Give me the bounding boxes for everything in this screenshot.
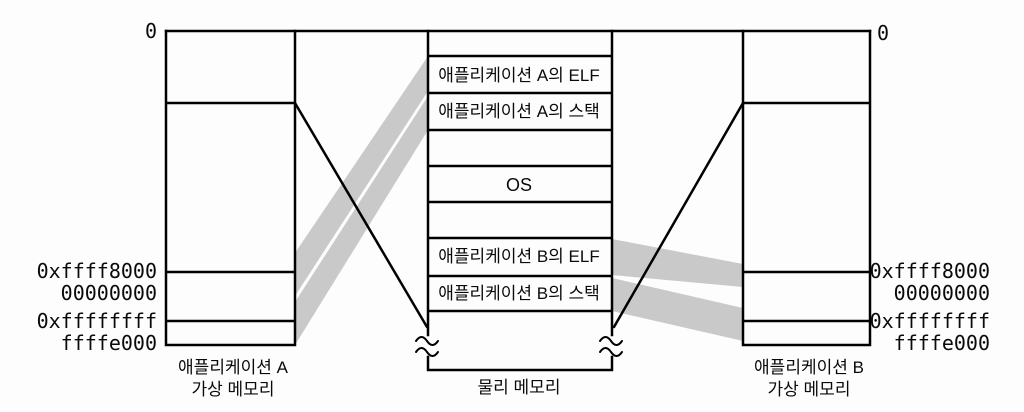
physical-memory-caption: 물리 메모리 [477,378,561,397]
left-address-ffffffff-line2: ffffe000 [60,331,157,355]
left-address-ffff8000: 0xffff8000 00000000 [37,260,157,304]
left-caption-line2: 가상 메모리 [191,380,275,399]
segment-label-app-a-stack: 애플리케이션 A의 스택 [438,102,600,121]
left-break-squiggle [415,336,439,357]
left-caption-line1: 애플리케이션 A [178,358,288,377]
right-address-ffffffff-line1: 0xffffffff [869,309,990,333]
left-address-ffffffff: 0xffffffff ffffe000 [37,310,157,354]
right-address-ffff8000-line1: 0xffff8000 [869,259,990,283]
segment-label-os: OS [505,175,533,195]
segment-label-app-b-stack: 애플리케이션 B의 스택 [438,284,600,303]
right-projection-line [612,101,745,329]
right-virtual-memory-box [741,29,872,347]
right-caption-line2: 가상 메모리 [767,380,851,399]
left-virtual-memory-caption: 애플리케이션 A 가상 메모리 [178,357,288,401]
left-virtual-memory-box [164,29,297,347]
segment-label-app-b-elf: 애플리케이션 B의 ELF [438,247,600,266]
band-app-b-elf [612,239,743,287]
right-address-ffffffff-line2: ffffe000 [893,331,990,355]
right-address-ffff8000-line2: 00000000 [893,281,990,305]
right-virtual-memory-caption: 애플리케이션 B 가상 메모리 [754,357,864,401]
right-caption-line1: 애플리케이션 B [754,358,864,377]
right-address-ffffffff: 0xffffffff ffffe000 [870,310,990,354]
band-app-a-elf [295,56,428,296]
right-top-address-label: 0 [877,21,890,45]
right-address-ffff8000: 0xffff8000 00000000 [870,260,990,304]
band-app-a-stack [295,96,428,345]
physical-memory-box [426,29,614,372]
structure-lines [164,29,872,372]
band-app-b-stack [612,278,743,341]
projection-lines [293,101,745,329]
left-address-ffff8000-line1: 0xffff8000 [36,259,157,283]
mapping-bands [295,56,743,345]
left-top-address-label: 0 [144,19,157,43]
left-address-ffffffff-line1: 0xffffffff [36,309,157,333]
left-address-ffff8000-line2: 00000000 [60,281,157,305]
break-squiggles [415,336,623,357]
left-projection-line [293,101,429,329]
segment-label-app-a-elf: 애플리케이션 A의 ELF [438,66,600,85]
right-break-squiggle [599,336,623,357]
